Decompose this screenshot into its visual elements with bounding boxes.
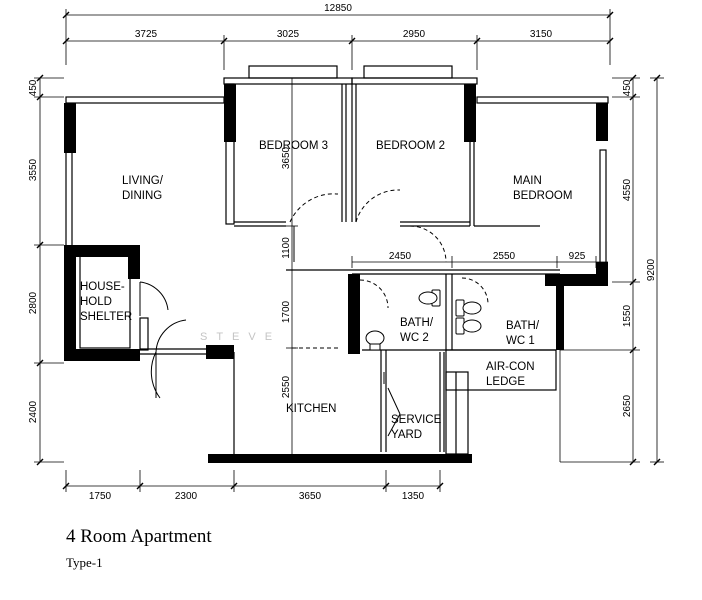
toilet-icon [365,289,482,351]
dim-right-1: 450 [622,79,633,96]
dim-interior-v-3: 1700 [281,300,292,323]
dim-top-4: 3150 [530,29,553,40]
room-label-yard-line1: SERVICE [391,414,442,426]
dim-overall-width: 12850 [324,3,352,14]
room-label-bath2-line1: BATH/ [400,317,434,329]
room-label-living-line2: DINING [122,190,162,202]
dim-right-4: 2650 [622,394,633,417]
room-label-aircon-line1: AIR-CON [486,361,535,373]
dim-interior-h-2: 2550 [493,251,516,262]
dim-top-3: 2950 [403,29,426,40]
plan-title: 4 Room Apartment [66,526,212,547]
dim-interior-v-1: 3650 [281,146,292,169]
plan-subtitle: Type-1 [66,555,103,570]
room-label-yard-line2: YARD [391,429,422,441]
room-label-shelter-line3: SHELTER [80,311,132,323]
dim-right-3: 1550 [622,304,633,327]
dim-bottom-2: 2300 [175,491,198,502]
door-leaves [139,226,401,437]
dim-bottom-3: 3650 [299,491,322,502]
room-label-shelter-line2: HOLD [80,296,112,308]
dim-top-2: 3025 [277,29,300,40]
room-label-living-line1: LIVING/ [122,175,164,187]
dim-interior-h-3: 925 [569,251,586,262]
room-label-bath2-line2: WC 2 [400,332,429,344]
dim-interior-v-4: 2550 [281,375,292,398]
room-label-shelter-line1: HOUSE- [80,281,125,293]
watermark: STEVE [200,331,281,343]
dim-left-1: 450 [28,79,39,96]
dim-left-2: 3550 [28,158,39,181]
room-label-aircon-line2: LEDGE [486,376,525,388]
dim-top-1: 3725 [135,29,158,40]
dim-left-4: 2400 [28,400,39,423]
dim-bottom-4: 1350 [402,491,425,502]
room-label-bath1-line2: WC 1 [506,335,535,347]
room-label-main-bedroom-line1: MAIN [513,175,542,187]
dim-right-2: 4550 [622,178,633,201]
dim-interior-v-2: 1100 [281,237,292,259]
room-label-main-bedroom-line2: BEDROOM [513,190,572,202]
dim-interior-h-1: 2450 [389,251,412,262]
room-label-bedroom2: BEDROOM 2 [376,140,445,152]
dim-right-overall: 9200 [646,258,657,281]
room-label-bath1-line1: BATH/ [506,320,540,332]
dimension-ticks [36,11,661,490]
dim-bottom-1: 1750 [89,491,112,502]
walls-solid [64,84,608,463]
walls-thin [65,65,609,460]
room-label-bedroom3: BEDROOM 3 [259,140,328,152]
room-label-kitchen: KITCHEN [286,403,336,415]
dim-left-3: 2800 [28,291,39,314]
doors [289,189,489,349]
